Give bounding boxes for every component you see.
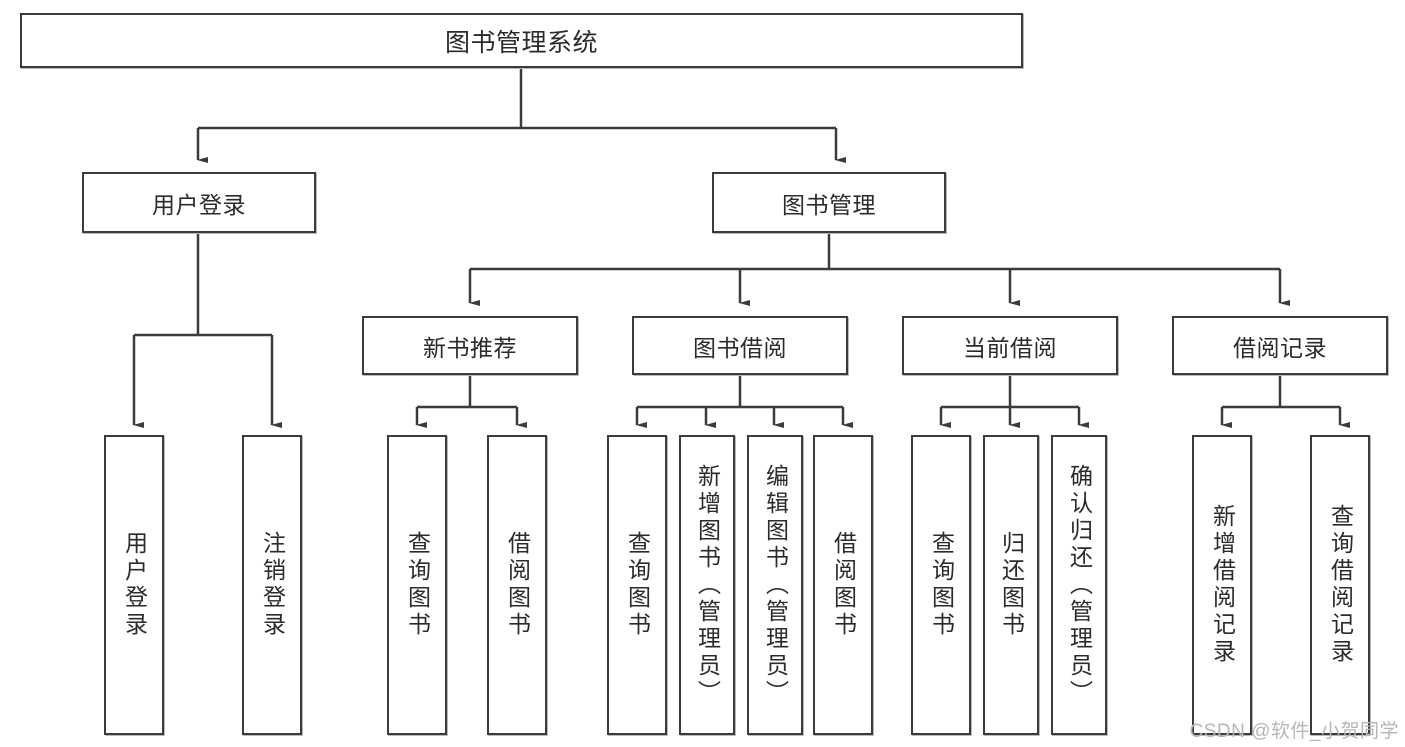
leaf-borrow-record-query-label: 查询借阅记录 — [1327, 504, 1354, 666]
node-borrow-record[interactable]: 借阅记录 — [1172, 316, 1388, 375]
leaf-new-book-borrow[interactable]: 借阅图书 — [487, 435, 547, 735]
leaf-book-borrow-borrow[interactable]: 借阅图书 — [813, 435, 873, 735]
leaf-book-borrow-add[interactable]: 新增图书（管理员） — [679, 435, 735, 735]
leaf-current-borrow-return[interactable]: 归还图书 — [983, 435, 1039, 735]
leaf-current-borrow-return-label: 归还图书 — [998, 531, 1025, 639]
node-new-book-recommend-label: 新书推荐 — [423, 334, 517, 361]
leaf-user-login-signin[interactable]: 用户登录 — [104, 435, 164, 735]
node-book-management-label: 图书管理 — [782, 191, 876, 218]
leaf-book-borrow-edit-label: 编辑图书（管理员） — [762, 463, 789, 707]
leaf-borrow-record-add-label: 新增借阅记录 — [1209, 504, 1236, 666]
node-root-label: 图书管理系统 — [444, 28, 598, 57]
leaf-book-borrow-query[interactable]: 查询图书 — [607, 435, 667, 735]
node-current-borrow-label: 当前借阅 — [963, 334, 1057, 361]
leaf-book-borrow-add-label: 新增图书（管理员） — [694, 463, 721, 707]
node-book-borrow[interactable]: 图书借阅 — [632, 316, 848, 375]
leaf-user-login-signout[interactable]: 注销登录 — [242, 435, 302, 735]
leaf-book-borrow-query-label: 查询图书 — [624, 531, 651, 639]
leaf-new-book-borrow-label: 借阅图书 — [504, 531, 531, 639]
leaf-user-login-signin-label: 用户登录 — [121, 531, 148, 639]
leaf-borrow-record-add[interactable]: 新增借阅记录 — [1192, 435, 1252, 735]
leaf-book-borrow-borrow-label: 借阅图书 — [830, 531, 857, 639]
node-new-book-recommend[interactable]: 新书推荐 — [362, 316, 578, 375]
leaf-current-borrow-query-label: 查询图书 — [928, 531, 955, 639]
leaf-book-borrow-edit[interactable]: 编辑图书（管理员） — [747, 435, 803, 735]
leaf-current-borrow-confirm-label: 确认归还（管理员） — [1066, 463, 1093, 707]
leaf-current-borrow-confirm[interactable]: 确认归还（管理员） — [1051, 435, 1107, 735]
leaf-current-borrow-query[interactable]: 查询图书 — [911, 435, 971, 735]
node-user-login-label: 用户登录 — [152, 191, 246, 218]
leaf-user-login-signout-label: 注销登录 — [259, 531, 286, 639]
node-book-borrow-label: 图书借阅 — [693, 334, 787, 361]
leaf-new-book-query[interactable]: 查询图书 — [387, 435, 447, 735]
node-user-login[interactable]: 用户登录 — [82, 172, 316, 233]
node-borrow-record-label: 借阅记录 — [1233, 334, 1327, 361]
watermark: CSDN @软件_小贺同学 — [1189, 721, 1399, 742]
leaf-borrow-record-query[interactable]: 查询借阅记录 — [1310, 435, 1370, 735]
node-book-management[interactable]: 图书管理 — [712, 172, 946, 233]
node-current-borrow[interactable]: 当前借阅 — [902, 316, 1118, 375]
node-root[interactable]: 图书管理系统 — [20, 13, 1023, 68]
leaf-new-book-query-label: 查询图书 — [404, 531, 431, 639]
